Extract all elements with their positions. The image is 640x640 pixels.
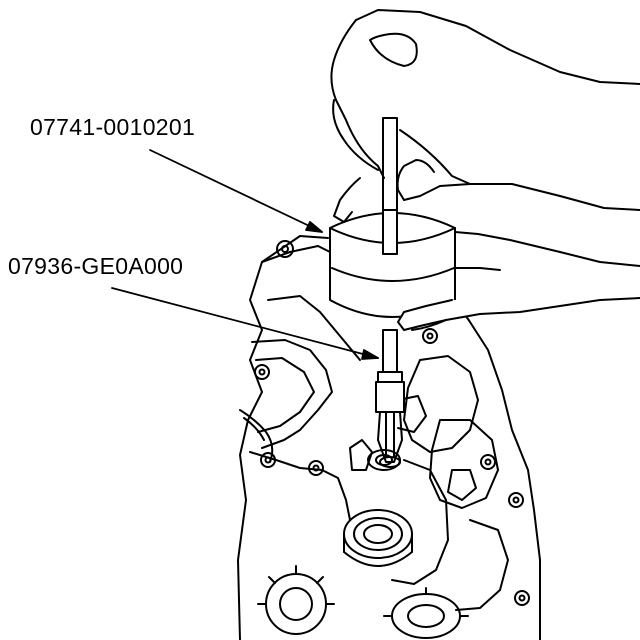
leader-arrow-tool-1 [305, 221, 323, 233]
part-number-label-lower: 07936-GE0A000 [8, 253, 184, 279]
driver-weight [329, 209, 456, 318]
transmission-housing [237, 235, 541, 640]
lower-hand [397, 231, 640, 331]
callout-leaders [111, 149, 379, 360]
leader-arrow-tool-2 [361, 349, 379, 360]
part-number-label-upper: 07741-0010201 [30, 114, 196, 140]
leader-line-tool-2 [111, 287, 379, 359]
upper-hand [330, 9, 640, 223]
leader-line-tool-1 [149, 149, 323, 233]
